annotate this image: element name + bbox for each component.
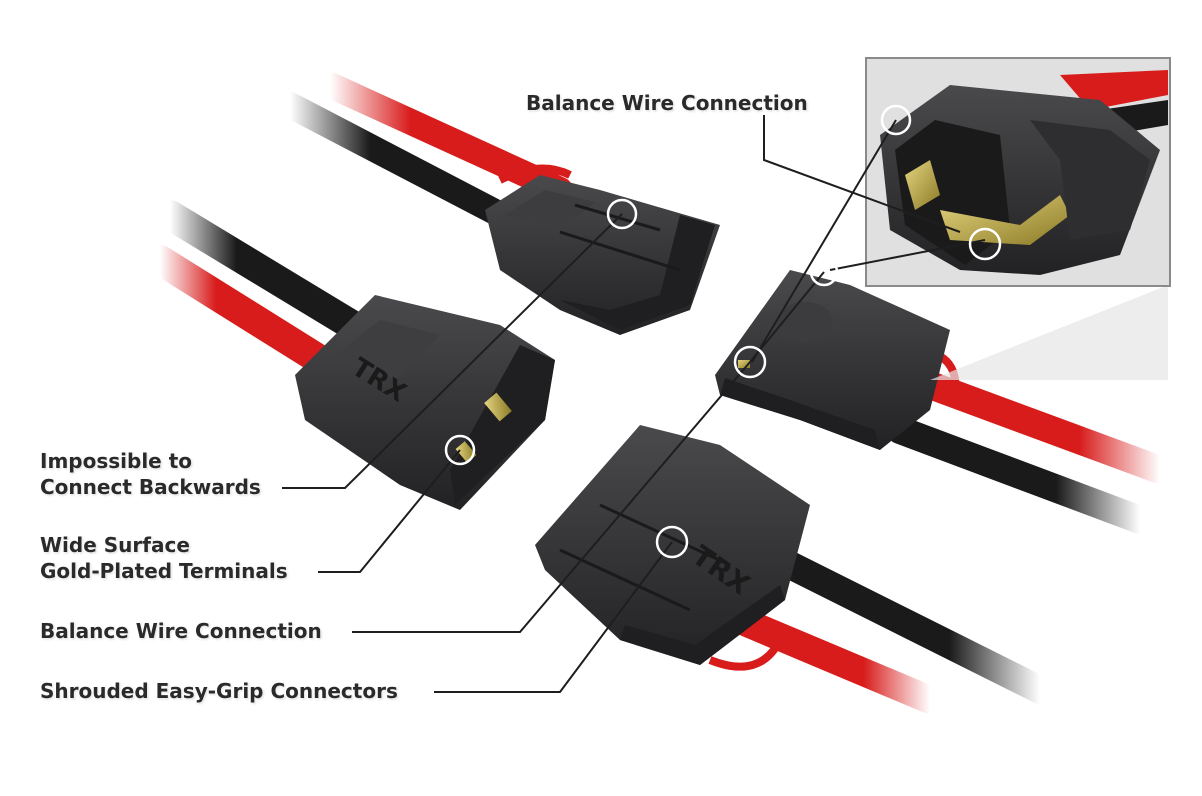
label-impossible-backwards: Impossible to Connect Backwards — [40, 448, 261, 500]
right-connector — [715, 270, 950, 450]
label-impossible-line1: Impossible to — [40, 449, 193, 473]
upper-left-wires — [277, 72, 573, 238]
label-gold-line1: Wide Surface — [40, 533, 190, 557]
label-balance-wire-inset: Balance Wire Connection — [526, 91, 808, 115]
callout-circle-inset-top — [880, 104, 912, 136]
left-wires — [145, 200, 375, 375]
label-gold-terminals: Wide Surface Gold-Plated Terminals — [40, 532, 288, 584]
left-connector: TRX — [295, 295, 555, 510]
callout-circle-right-top — [809, 257, 839, 287]
upper-connector — [485, 175, 720, 335]
label-gold-line2: Gold-Plated Terminals — [40, 559, 288, 583]
callout-circle-upper — [606, 198, 638, 230]
callout-circle-inset-bottom — [968, 227, 1002, 261]
bottom-connector: TRX — [535, 425, 810, 665]
bottom-wires — [708, 546, 1054, 714]
callout-circle-grip — [655, 525, 689, 559]
leader-lines — [282, 115, 986, 693]
callout-circles — [444, 104, 1002, 559]
label-balance-wire-left: Balance Wire Connection — [40, 619, 322, 643]
label-easy-grip: Shrouded Easy-Grip Connectors — [40, 679, 398, 703]
callout-circle-balance — [733, 345, 767, 379]
label-impossible-line2: Connect Backwards — [40, 475, 261, 499]
callout-circle-gold — [444, 434, 476, 466]
